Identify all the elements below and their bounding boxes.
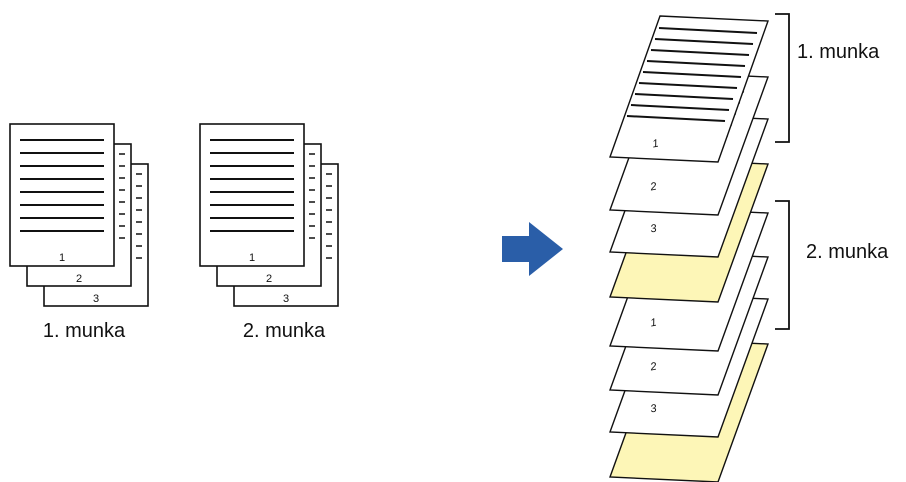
job2-page-2-number: 2 (266, 273, 272, 285)
output-stack: 3 2 1 (609, 15, 769, 482)
out-job2-page-2-number: 2 (648, 361, 657, 374)
out-job1-page-2-number: 2 (648, 181, 657, 194)
bracket-job-2-label: 2. munka (806, 241, 889, 263)
left-job-1-label: 1. munka (43, 320, 126, 342)
out-job1-page-3-number: 3 (649, 222, 658, 235)
job1-page-2-number: 2 (76, 273, 82, 285)
left-job-2: 3 2 1 2. munka (199, 123, 339, 342)
job2-page-3-number: 3 (283, 293, 289, 305)
bracket-job-1: 1. munka (775, 13, 880, 143)
left-job-1: 3 2 1 1. munka (9, 123, 149, 342)
out-job1-page-1: 1 (609, 15, 769, 163)
bracket-job-2: 2. munka (775, 200, 889, 330)
bracket-job-1-label: 1. munka (797, 41, 880, 63)
job1-page-3-number: 3 (93, 293, 99, 305)
right-arrow-icon (502, 222, 563, 276)
out-job2-page-3-number: 3 (649, 402, 658, 415)
out-job1-page-1-number: 1 (651, 138, 659, 151)
job2-page-1: 1 (199, 123, 305, 267)
job2-page-1-number: 1 (249, 252, 255, 264)
out-job2-page-1-number: 1 (649, 317, 657, 330)
job1-page-1: 1 (9, 123, 115, 267)
job1-page-1-number: 1 (59, 252, 65, 264)
left-job-2-label: 2. munka (243, 320, 326, 342)
